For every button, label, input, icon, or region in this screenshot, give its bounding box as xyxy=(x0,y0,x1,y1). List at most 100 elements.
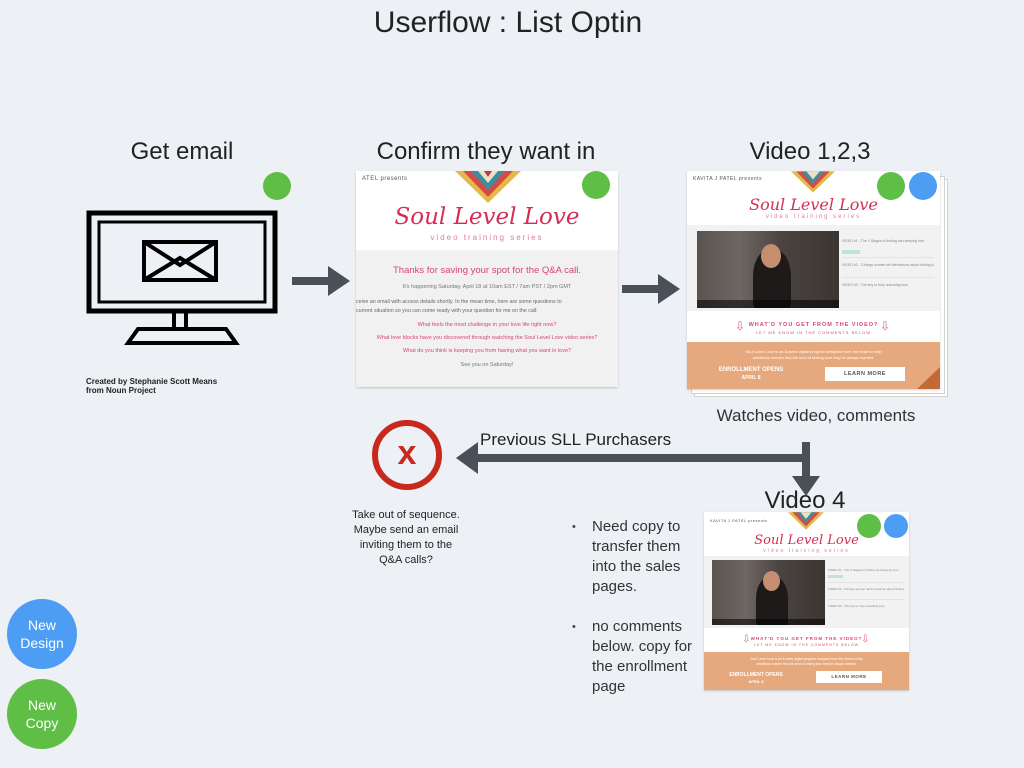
down-arrow-icon: ⇩ xyxy=(861,634,870,645)
note-item: Need copy to transfer them into the sale… xyxy=(572,517,712,597)
note-line: transfer them xyxy=(592,538,681,555)
learn-more-button[interactable]: LEARN MORE xyxy=(816,671,882,683)
enroll-label: ENROLLMENT OPENS xyxy=(718,367,784,373)
enroll-date: APRIL 8 xyxy=(748,679,764,684)
brand-title: Soul Level Love xyxy=(749,195,878,214)
note-line: the enrollment xyxy=(592,658,688,675)
promo-text: ambitious women find the kind of lasting… xyxy=(756,662,857,666)
confirm-signoff: See you on Saturday! xyxy=(460,362,514,368)
email-monitor-icon xyxy=(86,210,278,345)
brand-logo-icon xyxy=(455,171,521,203)
branch-connector xyxy=(456,442,820,496)
comment-prompt: WHAT'D YOU GET FROM THE VIDEO? xyxy=(750,636,863,641)
down-arrow-icon: ⇩ xyxy=(735,319,746,333)
flow-arrow-icon xyxy=(622,274,680,304)
learn-more-button[interactable]: LEARN MORE xyxy=(825,367,905,381)
video-list-item[interactable]: VIDEO #2 - 3 things women tell themselve… xyxy=(842,263,934,267)
confirm-body-text: ceive an email with access details short… xyxy=(356,299,562,305)
confirm-headline: Thanks for saving your spot for the Q&A … xyxy=(393,265,581,276)
brand-title: Soul Level Love xyxy=(394,204,580,230)
note-line: Need copy to xyxy=(592,518,681,535)
brand-subtitle: video training series xyxy=(765,214,862,220)
flow-arrow-icon xyxy=(292,266,350,296)
page-curl-icon xyxy=(917,367,940,389)
video-player[interactable] xyxy=(697,231,839,308)
exit-note: Take out of sequence. Maybe send an emai… xyxy=(336,508,476,568)
legend-label: New xyxy=(27,697,56,713)
icon-credit: Created by Stephanie Scott Means from No… xyxy=(86,377,286,395)
promo-banner xyxy=(687,342,940,389)
comment-prompt: WHAT'D YOU GET FROM THE VIDEO? xyxy=(748,322,879,328)
down-arrow-icon: ⇩ xyxy=(742,634,751,645)
promo-text: Soul Level Love is an 8-week digital pro… xyxy=(750,657,863,661)
notes-list: Need copy to transfer them into the sale… xyxy=(572,517,712,697)
status-dot-new-copy xyxy=(582,171,610,199)
confirm-question: What do you think is keeping you from ha… xyxy=(402,348,572,354)
legend-new-design: New Design xyxy=(7,599,77,669)
video-list-item[interactable]: VIDEO #1 - The 4 Stages to finding and k… xyxy=(842,239,925,243)
video-list-badge xyxy=(842,250,860,254)
divider xyxy=(828,599,904,600)
exit-note-line: Q&A calls? xyxy=(379,554,433,566)
down-arrow-icon: ⇩ xyxy=(880,319,891,333)
status-dot-new-design xyxy=(884,514,908,538)
confirm-question: What love blocks have you discovered thr… xyxy=(376,335,598,341)
brand-subtitle: video training series xyxy=(430,233,544,242)
note-line: below. copy for xyxy=(592,638,693,655)
icon-credit-line: from Noun Project xyxy=(86,386,156,395)
note-line: page xyxy=(592,678,626,695)
confirm-page-screenshot: ATEL presents Soul Level Love video trai… xyxy=(356,171,618,387)
video-list-item[interactable]: VIDEO #1 - The 4 Stages to finding and k… xyxy=(828,568,899,572)
status-dot-new-copy xyxy=(263,172,291,200)
legend-new-copy: New Copy xyxy=(7,679,77,749)
promo-text: Soul Level Love is an 8-week digital pro… xyxy=(745,349,882,354)
exit-note-line: inviting them to the xyxy=(359,539,453,551)
presents-label: KAVITA J PATEL presents xyxy=(693,176,763,182)
exit-symbol: x xyxy=(397,434,417,472)
confirm-question: What feels the most challenge in your lo… xyxy=(417,322,557,328)
brand-logo-icon xyxy=(788,512,824,530)
step-caption: Watches video, comments xyxy=(716,406,916,425)
step-heading-get-email: Get email xyxy=(130,138,234,165)
confirm-date: It's happening Saturday, April 18 at 10a… xyxy=(402,284,572,290)
note-line: pages. xyxy=(592,578,638,595)
brand-logo-icon xyxy=(791,171,835,193)
video-list-item[interactable]: VIDEO #2 - 3 things women tell themselve… xyxy=(828,587,904,591)
note-line: into the sales xyxy=(592,558,681,575)
comment-prompt-sub: LET ME KNOW IN THE COMMENTS BELOW xyxy=(755,330,872,335)
brand-subtitle: video training series xyxy=(763,548,850,554)
legend-label: New xyxy=(27,617,56,633)
video-list-badge xyxy=(828,575,843,578)
divider xyxy=(842,257,934,258)
exit-note-line: Take out of sequence. xyxy=(352,509,460,521)
comment-prompt-sub: LET ME KNOW IN THE COMMENTS BELOW xyxy=(754,643,859,647)
video-list-item[interactable]: VIDEO #3 - The key to truly unlocking lo… xyxy=(842,283,908,287)
video-player[interactable] xyxy=(712,560,825,625)
presents-label: KAVITA J PATEL presents xyxy=(710,518,768,523)
confirm-body-text: current situation so you can come ready … xyxy=(356,308,538,314)
branch-label: Previous SLL Purchasers xyxy=(480,430,672,449)
presents-label: ATEL presents xyxy=(362,176,408,182)
exit-note-line: Maybe send an email xyxy=(353,524,459,536)
confirm-body xyxy=(356,250,618,387)
video-list-item[interactable]: VIDEO #3 - The key to truly unlocking lo… xyxy=(828,604,885,608)
divider xyxy=(842,277,934,278)
brand-title: Soul Level Love xyxy=(754,533,859,548)
enroll-label: ENROLLMENT OPENS xyxy=(729,672,783,678)
icon-credit-line: Created by Stephanie Scott Means xyxy=(86,377,218,386)
video-4-page-screenshot: KAVITA J PATEL presents Soul Level Love … xyxy=(704,512,909,690)
legend-label: Design xyxy=(20,635,64,651)
page-title: Userflow : List Optin xyxy=(373,6,643,39)
enroll-date: APRIL 8 xyxy=(741,375,761,381)
promo-text: ambitious women find the kind of lasting… xyxy=(752,355,875,360)
exit-sequence-icon: x xyxy=(372,420,442,490)
status-dot-new-copy xyxy=(857,514,881,538)
divider xyxy=(828,582,904,583)
step-heading-confirm: Confirm they want in xyxy=(376,138,596,165)
status-dot-new-copy xyxy=(877,172,905,200)
legend-label: Copy xyxy=(25,715,59,731)
note-item: no comments below. copy for the enrollme… xyxy=(572,617,712,697)
video-page-screenshot: KAVITA J PATEL presents Soul Level Love … xyxy=(687,171,940,389)
note-line: no comments xyxy=(592,618,683,635)
status-dot-new-design xyxy=(909,172,937,200)
